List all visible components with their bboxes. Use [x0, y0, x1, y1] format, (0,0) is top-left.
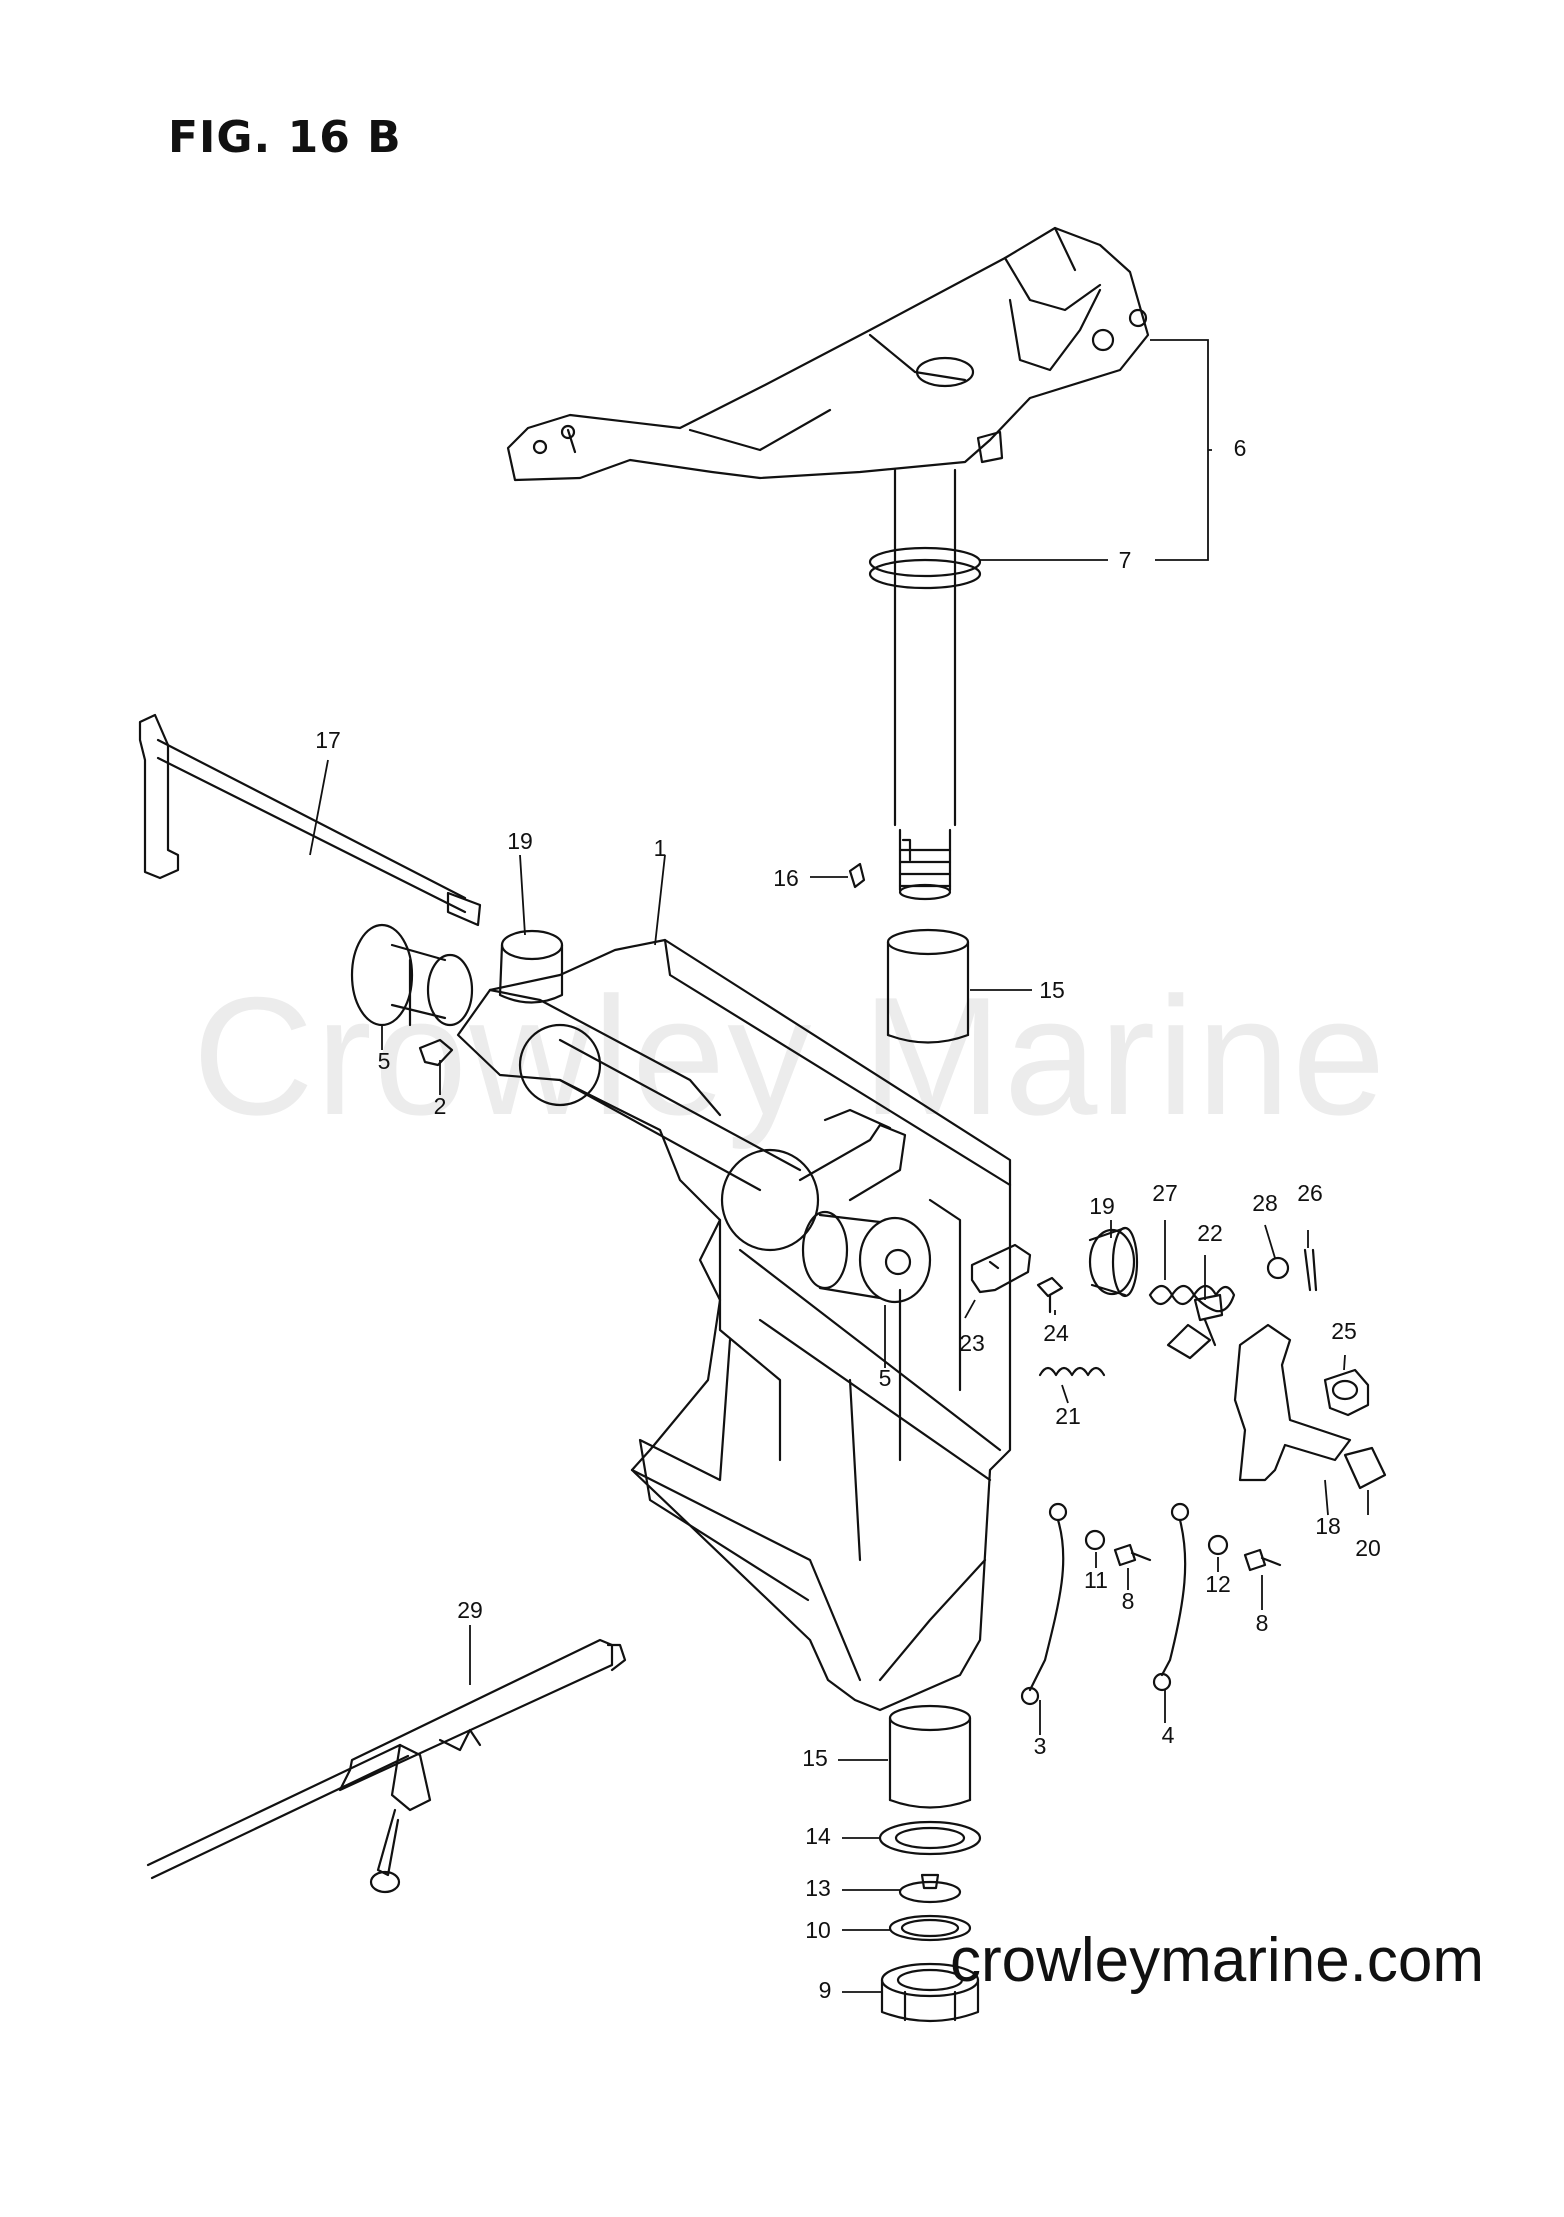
ground-lead-4-part [1160, 1518, 1187, 1677]
callout-19-left: 19 [507, 828, 533, 854]
tilt-rod-part [138, 713, 482, 927]
callout-19-right: 19 [1089, 1193, 1115, 1219]
bushing-upper-part [886, 928, 970, 1044]
stopper-22-part [1166, 1293, 1224, 1360]
callout-27: 27 [1152, 1180, 1178, 1206]
thrust-washer-14-part [878, 1820, 982, 1856]
flange-bush-left-part [350, 923, 474, 1027]
pad-20-part [1343, 1446, 1387, 1490]
callout-13: 13 [805, 1875, 831, 1901]
callout-3: 3 [1034, 1733, 1047, 1759]
steering-shaft [868, 468, 982, 901]
lever-18-part [1233, 1323, 1352, 1482]
key-part [848, 862, 866, 889]
callout-12: 12 [1205, 1571, 1231, 1597]
callout-26: 26 [1297, 1180, 1323, 1206]
bushing-lower-part [888, 1704, 972, 1809]
callout-23: 23 [959, 1330, 985, 1356]
screw-8b-part [1243, 1548, 1282, 1572]
callout-11: 11 [1084, 1567, 1108, 1593]
bolt-24-part [1036, 1276, 1064, 1314]
watermark: Crowley Marine [192, 962, 1388, 1150]
ground-lead-3-part [1028, 1518, 1065, 1692]
washer-12-part [1207, 1534, 1229, 1556]
callout-29: 29 [457, 1597, 483, 1623]
callout-8a: 8 [1122, 1588, 1135, 1614]
grease-nipple-part [418, 1038, 454, 1067]
callout-9: 9 [819, 1977, 832, 2003]
callout-2: 2 [434, 1093, 447, 1119]
callout-14: 14 [805, 1823, 831, 1849]
callout-25: 25 [1331, 1318, 1357, 1344]
swivel-bracket-body [456, 938, 1012, 1712]
nut-9-part [880, 1962, 980, 2023]
spring-21-part [1038, 1366, 1106, 1377]
callout-4: 4 [1162, 1722, 1175, 1748]
bar-clamp-29-part [146, 1638, 627, 1894]
callout-5-left: 5 [378, 1048, 391, 1074]
callout-21: 21 [1055, 1403, 1081, 1429]
callout-labels: 1 2 3 4 5 5 6 7 8 8 9 10 11 12 13 14 15 … [315, 435, 1381, 2003]
callout-18: 18 [1315, 1513, 1341, 1539]
flange-bush-right-part [801, 1210, 932, 1304]
washer-10-part [888, 1914, 972, 1942]
spring-27-part [1148, 1284, 1236, 1313]
callout-15-lower: 15 [802, 1745, 828, 1771]
callout-8b: 8 [1256, 1610, 1269, 1636]
callout-17: 17 [315, 727, 341, 753]
callout-1: 1 [654, 835, 667, 861]
callout-22: 22 [1197, 1220, 1223, 1246]
callout-5-right: 5 [879, 1365, 892, 1391]
callout-24: 24 [1043, 1320, 1069, 1346]
callout-6: 6 [1234, 435, 1247, 461]
leader-lines [309, 339, 1369, 1993]
callout-20: 20 [1355, 1535, 1381, 1561]
figure-title: FIG. 16 B [168, 112, 402, 163]
callout-10: 10 [805, 1917, 831, 1943]
callout-28: 28 [1252, 1190, 1278, 1216]
bushing-19-right-part [1088, 1226, 1139, 1298]
steering-bracket-part [506, 226, 1150, 482]
callout-7: 7 [1119, 547, 1132, 573]
washer-11-part [1084, 1529, 1106, 1551]
washer-28-part [1266, 1256, 1290, 1280]
callout-15-upper: 15 [1039, 977, 1065, 1003]
screw-8a-part [1113, 1543, 1152, 1567]
bracket-plate-part [970, 1243, 1032, 1294]
callout-16: 16 [773, 865, 799, 891]
nut-25-part [1323, 1368, 1370, 1417]
lock-washer-13-part [898, 1873, 962, 1904]
footer-url: crowleymarine.com [950, 1926, 1485, 1995]
bushing-19-left-part [498, 929, 564, 1004]
cotter-pin-26-part [1303, 1248, 1318, 1292]
